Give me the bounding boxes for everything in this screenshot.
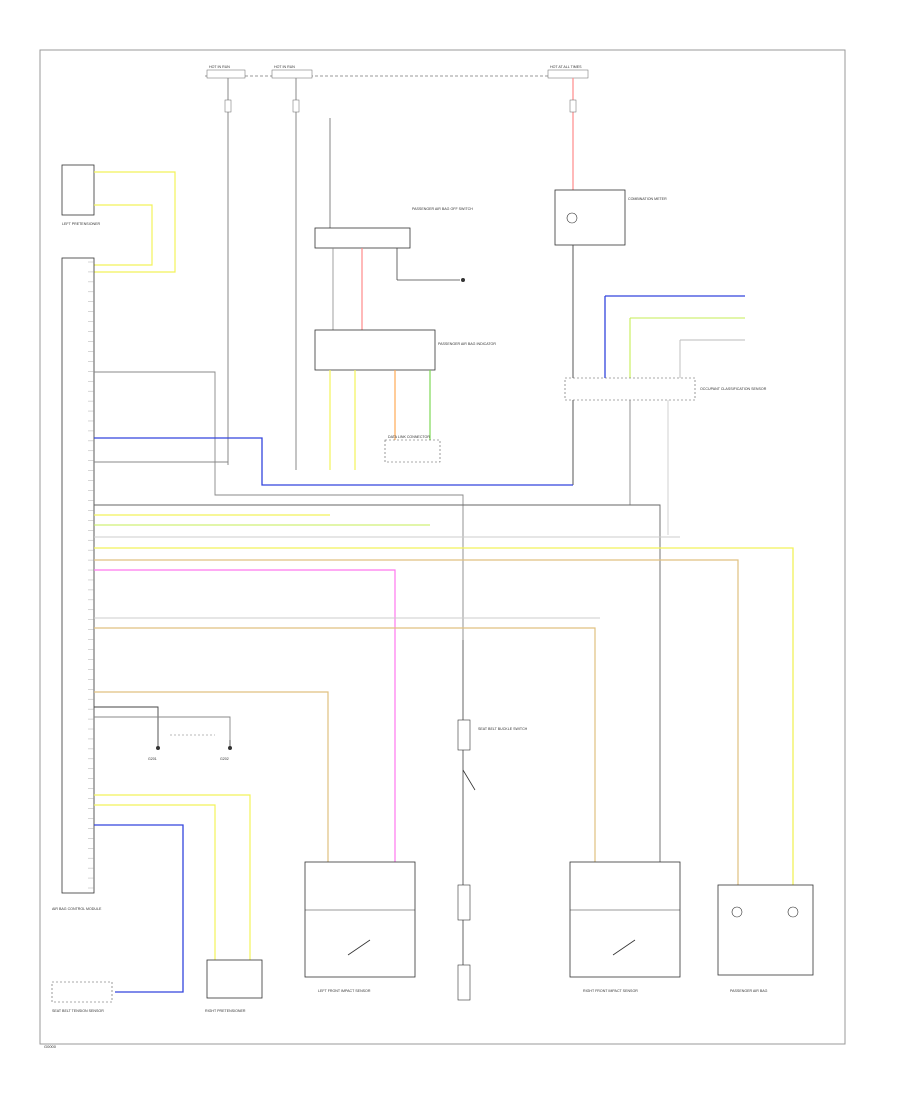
buckle-switch-contact [462, 769, 476, 791]
label-ground-g202: G202 [220, 757, 229, 761]
meter-lamp-icon [566, 212, 578, 224]
label-occupant-sensor: OCCUPANT CLASSIFICATION SENSOR [700, 387, 767, 391]
label-hot-left: HOT IN RUN [209, 65, 230, 69]
occupant-sensor-box [564, 377, 696, 401]
label-passenger-squib: PASSENGER AIR BAG [730, 989, 768, 993]
wire-ctrl-blue [94, 437, 573, 486]
label-right-air-bag: RIGHT FRONT IMPACT SENSOR [583, 989, 638, 993]
label-right-pretensioner: RIGHT PRETENSIONER [205, 1009, 246, 1013]
wire-ctrl-yellow-2 [94, 547, 794, 885]
wire-ctrl-gray-1 [94, 371, 464, 640]
control-module-connector [61, 257, 95, 894]
wire-ctrl-black-2 [94, 706, 159, 740]
label-ground-g201: G201 [148, 757, 157, 761]
ground-icon [461, 278, 465, 282]
diagram-border [39, 49, 846, 1045]
right-impact-sensor-box [569, 861, 681, 978]
label-combination-meter: COMBINATION METER [628, 197, 667, 201]
wire-ctrl-tan-2 [94, 691, 329, 862]
left-pretensioner-top [61, 164, 95, 216]
fuse-right [547, 69, 589, 190]
wire-ctrl-black-3 [94, 716, 231, 740]
buckle-switch-box-1 [457, 719, 471, 751]
wire-ctrl-tan [94, 559, 739, 885]
wire-ctrl-brown [94, 627, 596, 862]
label-buckle-switch: SEAT BELT BUCKLE SWITCH [478, 727, 528, 731]
wire-ctrl-pink [94, 569, 396, 862]
right-pretensioner-box [206, 959, 263, 999]
passenger-switch-box [314, 227, 411, 249]
seat-belt-sensor-box [51, 981, 113, 1003]
wire-pret-top-yellow-2 [94, 204, 153, 266]
label-left-pretensioner: LEFT PRETENSIONER [62, 222, 100, 226]
right-sensor-switch [612, 939, 636, 956]
squib-left-icon [731, 906, 743, 918]
label-hot-mid: HOT IN RUN [274, 65, 295, 69]
squib-right-icon [787, 906, 799, 918]
label-hot-right: HOT AT ALL TIMES [550, 65, 582, 69]
wire-ctrl-blue-2 [94, 824, 184, 993]
label-left-air-bag: LEFT FRONT IMPACT SENSOR [318, 989, 371, 993]
ground-g202 [228, 740, 232, 750]
passenger-squib-box [717, 884, 814, 976]
label-passenger-indicator: PASSENGER AIR BAG INDICATOR [438, 342, 496, 346]
wire-ctrl-yellow-4 [94, 804, 216, 960]
buckle-switch-box-2 [457, 884, 471, 921]
passenger-indicator-box [314, 329, 436, 371]
label-data-link: DATA LINK CONNECTOR [388, 435, 430, 439]
wire-ctrl-yellow-3 [94, 794, 251, 960]
left-impact-sensor-box [304, 861, 416, 978]
label-seat-belt-sensor: SEAT BELT TENSION SENSOR [52, 1009, 104, 1013]
figure-id: G0000 [44, 1044, 57, 1049]
wire-ctrl-black-1 [94, 504, 661, 862]
combination-meter-box [554, 189, 626, 246]
ground-g201 [156, 740, 160, 750]
connector-pins [88, 261, 94, 889]
wire-pret-top-yellow-1 [94, 171, 176, 273]
data-link-box [384, 439, 441, 463]
buckle-switch-box-3 [457, 964, 471, 1001]
fuse-mid [271, 69, 313, 155]
label-control-unit: AIR BAG CONTROL MODULE [52, 907, 102, 911]
left-sensor-switch [347, 939, 371, 956]
label-passenger-switch: PASSENGER AIR BAG OFF SWITCH [412, 207, 473, 211]
fuse-left [206, 69, 246, 155]
